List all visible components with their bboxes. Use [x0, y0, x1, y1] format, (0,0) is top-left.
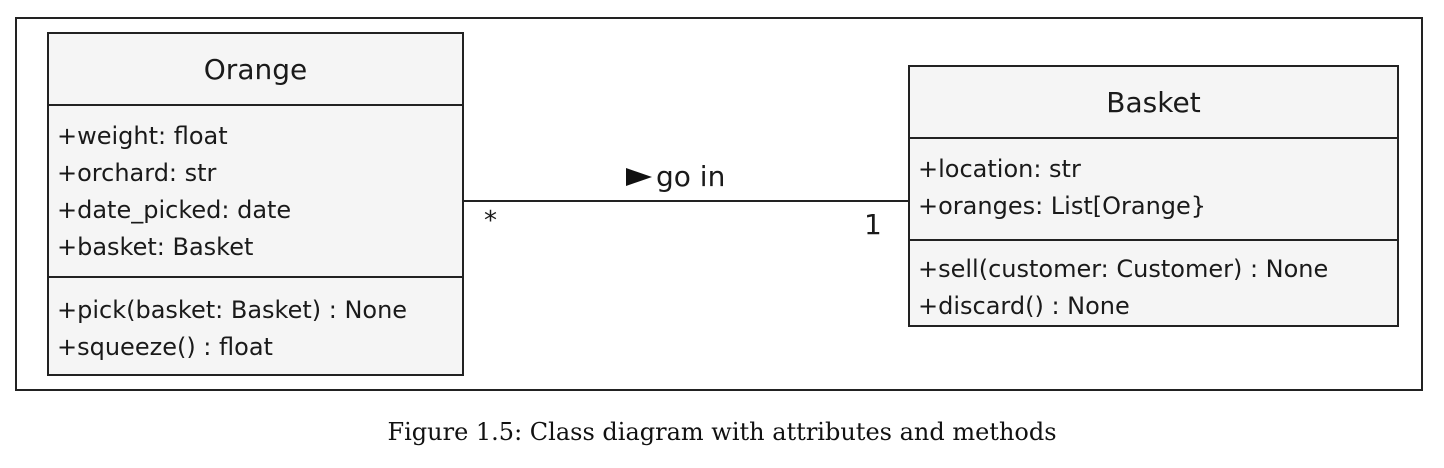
attribute: +basket: Basket	[57, 233, 254, 261]
methods-section: +sell(customer: Customer) : None +discar…	[910, 239, 1397, 325]
attribute: +date_picked: date	[57, 196, 292, 224]
target-multiplicity: 1	[864, 208, 882, 241]
class-name: Orange	[49, 34, 462, 106]
attribute: +location: str	[918, 155, 1081, 183]
method: +squeeze() : float	[57, 333, 273, 361]
association-line	[464, 200, 908, 202]
direction-arrow-icon	[626, 167, 652, 186]
figure-caption: Figure 1.5: Class diagram with attribute…	[387, 418, 1057, 446]
association-name: go in	[656, 160, 726, 193]
class-basket: Basket +location: str +oranges: List[Ora…	[908, 65, 1399, 327]
source-multiplicity: *	[484, 206, 497, 236]
methods-section: +pick(basket: Basket) : None +squeeze() …	[49, 276, 462, 374]
attributes-section: +weight: float +orchard: str +date_picke…	[49, 106, 462, 276]
method: +pick(basket: Basket) : None	[57, 296, 408, 324]
class-name: Basket	[910, 67, 1397, 139]
attribute: +oranges: List[Orange}	[918, 192, 1207, 220]
association-label: go in	[626, 160, 725, 193]
class-orange: Orange +weight: float +orchard: str +dat…	[47, 32, 464, 376]
attribute: +weight: float	[57, 122, 228, 150]
method: +sell(customer: Customer) : None	[918, 255, 1329, 283]
attribute: +orchard: str	[57, 159, 217, 187]
method: +discard() : None	[918, 292, 1130, 320]
attributes-section: +location: str +oranges: List[Orange}	[910, 139, 1397, 239]
